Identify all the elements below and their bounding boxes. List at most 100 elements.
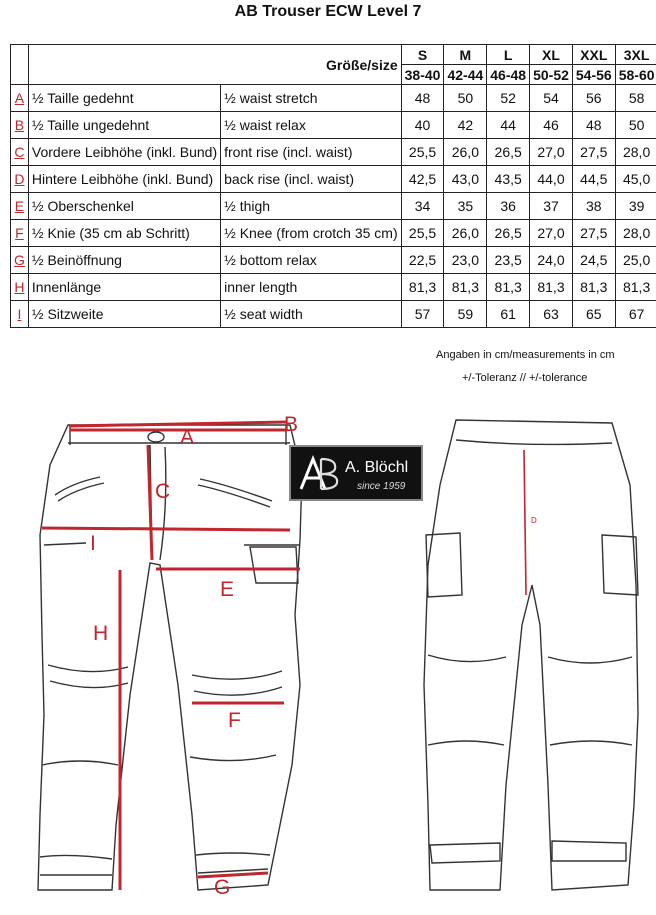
tolerance-note: +/-Toleranz // +/-tolerance bbox=[462, 372, 588, 384]
label-i: I bbox=[90, 532, 96, 555]
value-cell: 65 bbox=[571, 300, 616, 328]
value-cell: 57 bbox=[400, 300, 445, 328]
value-cell: 28,0 bbox=[614, 138, 656, 166]
row-label-en: ½ seat width bbox=[220, 300, 402, 328]
label-f: F bbox=[228, 709, 241, 732]
size-name-cell: XL bbox=[529, 44, 573, 65]
row-label-en: front rise (incl. waist) bbox=[220, 138, 402, 166]
value-cell: 24,5 bbox=[571, 246, 616, 274]
value-cell: 44,5 bbox=[571, 165, 616, 193]
value-cell: 37 bbox=[529, 192, 573, 220]
size-header-label: Größe/size bbox=[27, 44, 402, 85]
value-cell: 45,0 bbox=[614, 165, 656, 193]
value-cell: 26,0 bbox=[443, 138, 488, 166]
value-cell: 35 bbox=[443, 192, 488, 220]
value-cell: 52 bbox=[486, 84, 531, 112]
label-d: D bbox=[531, 516, 537, 525]
value-cell: 50 bbox=[443, 84, 488, 112]
size-range-cell: 54-56 bbox=[571, 64, 616, 85]
label-e: E bbox=[220, 578, 235, 601]
size-range-cell: 50-52 bbox=[529, 64, 573, 85]
value-cell: 27,5 bbox=[571, 138, 616, 166]
line-b bbox=[69, 420, 287, 428]
back-trouser-sketch bbox=[423, 419, 639, 891]
value-cell: 81,3 bbox=[443, 273, 488, 301]
value-cell: 27,0 bbox=[529, 138, 573, 166]
row-label-en: back rise (incl. waist) bbox=[220, 165, 402, 193]
size-range-cell: 42-44 bbox=[443, 64, 488, 85]
size-name-cell: L bbox=[486, 44, 531, 65]
value-cell: 58 bbox=[614, 84, 656, 112]
value-cell: 44,0 bbox=[529, 165, 573, 193]
row-label-de: ½ Beinöffnung bbox=[27, 246, 222, 274]
value-cell: 25,0 bbox=[614, 246, 656, 274]
row-letter: H bbox=[10, 273, 29, 301]
size-range-cell: 58-60 bbox=[614, 64, 656, 85]
value-cell: 42,5 bbox=[400, 165, 445, 193]
value-cell: 81,3 bbox=[614, 273, 656, 301]
row-letter: F bbox=[10, 219, 29, 247]
line-g bbox=[197, 871, 269, 879]
value-cell: 39 bbox=[614, 192, 656, 220]
value-cell: 59 bbox=[443, 300, 488, 328]
line-d bbox=[523, 449, 527, 596]
row-label-en: ½ waist relax bbox=[220, 111, 402, 139]
value-cell: 26,5 bbox=[486, 138, 531, 166]
value-cell: 27,0 bbox=[529, 219, 573, 247]
label-b: B bbox=[284, 413, 299, 436]
size-name-cell: M bbox=[443, 44, 488, 65]
size-range-cell: 38-40 bbox=[400, 64, 445, 85]
value-cell: 25,5 bbox=[400, 219, 445, 247]
value-cell: 25,5 bbox=[400, 138, 445, 166]
row-label-en: ½ waist stretch bbox=[220, 84, 402, 112]
value-cell: 48 bbox=[400, 84, 445, 112]
row-label-de: ½ Taille gedehnt bbox=[27, 84, 222, 112]
value-cell: 43,0 bbox=[443, 165, 488, 193]
value-cell: 36 bbox=[486, 192, 531, 220]
value-cell: 63 bbox=[529, 300, 573, 328]
row-label-de: ½ Taille ungedehnt bbox=[27, 111, 222, 139]
value-cell: 38 bbox=[571, 192, 616, 220]
value-cell: 56 bbox=[571, 84, 616, 112]
row-label-de: Vordere Leibhöhe (inkl. Bund) bbox=[27, 138, 222, 166]
value-cell: 54 bbox=[529, 84, 573, 112]
label-a: A bbox=[180, 426, 195, 449]
value-cell: 23,5 bbox=[486, 246, 531, 274]
row-letter: G bbox=[10, 246, 29, 274]
row-label-en: inner length bbox=[220, 273, 402, 301]
size-name-cell: 3XL bbox=[614, 44, 656, 65]
row-label-en: ½ thigh bbox=[220, 192, 402, 220]
logo-brand: A. Blöchl bbox=[345, 459, 409, 476]
size-name-cell: XXL bbox=[571, 44, 616, 65]
value-cell: 28,0 bbox=[614, 219, 656, 247]
units-note: Angaben in cm/measurements in cm bbox=[436, 349, 615, 361]
row-letter: I bbox=[10, 300, 29, 328]
label-g: G bbox=[214, 876, 231, 899]
trouser-diagram bbox=[37, 419, 639, 891]
ab-logo-mark bbox=[299, 454, 339, 491]
value-cell: 44 bbox=[486, 111, 531, 139]
row-label-de: ½ Oberschenkel bbox=[27, 192, 222, 220]
value-cell: 67 bbox=[614, 300, 656, 328]
row-label-de: Innenlänge bbox=[27, 273, 222, 301]
value-cell: 23,0 bbox=[443, 246, 488, 274]
value-cell: 22,5 bbox=[400, 246, 445, 274]
value-cell: 42 bbox=[443, 111, 488, 139]
row-letter: C bbox=[10, 138, 29, 166]
line-i bbox=[41, 526, 291, 532]
value-cell: 26,5 bbox=[486, 219, 531, 247]
row-letter: E bbox=[10, 192, 29, 220]
row-letter: D bbox=[10, 165, 29, 193]
value-cell: 40 bbox=[400, 111, 445, 139]
value-cell: 50 bbox=[614, 111, 656, 139]
value-cell: 27,5 bbox=[571, 219, 616, 247]
